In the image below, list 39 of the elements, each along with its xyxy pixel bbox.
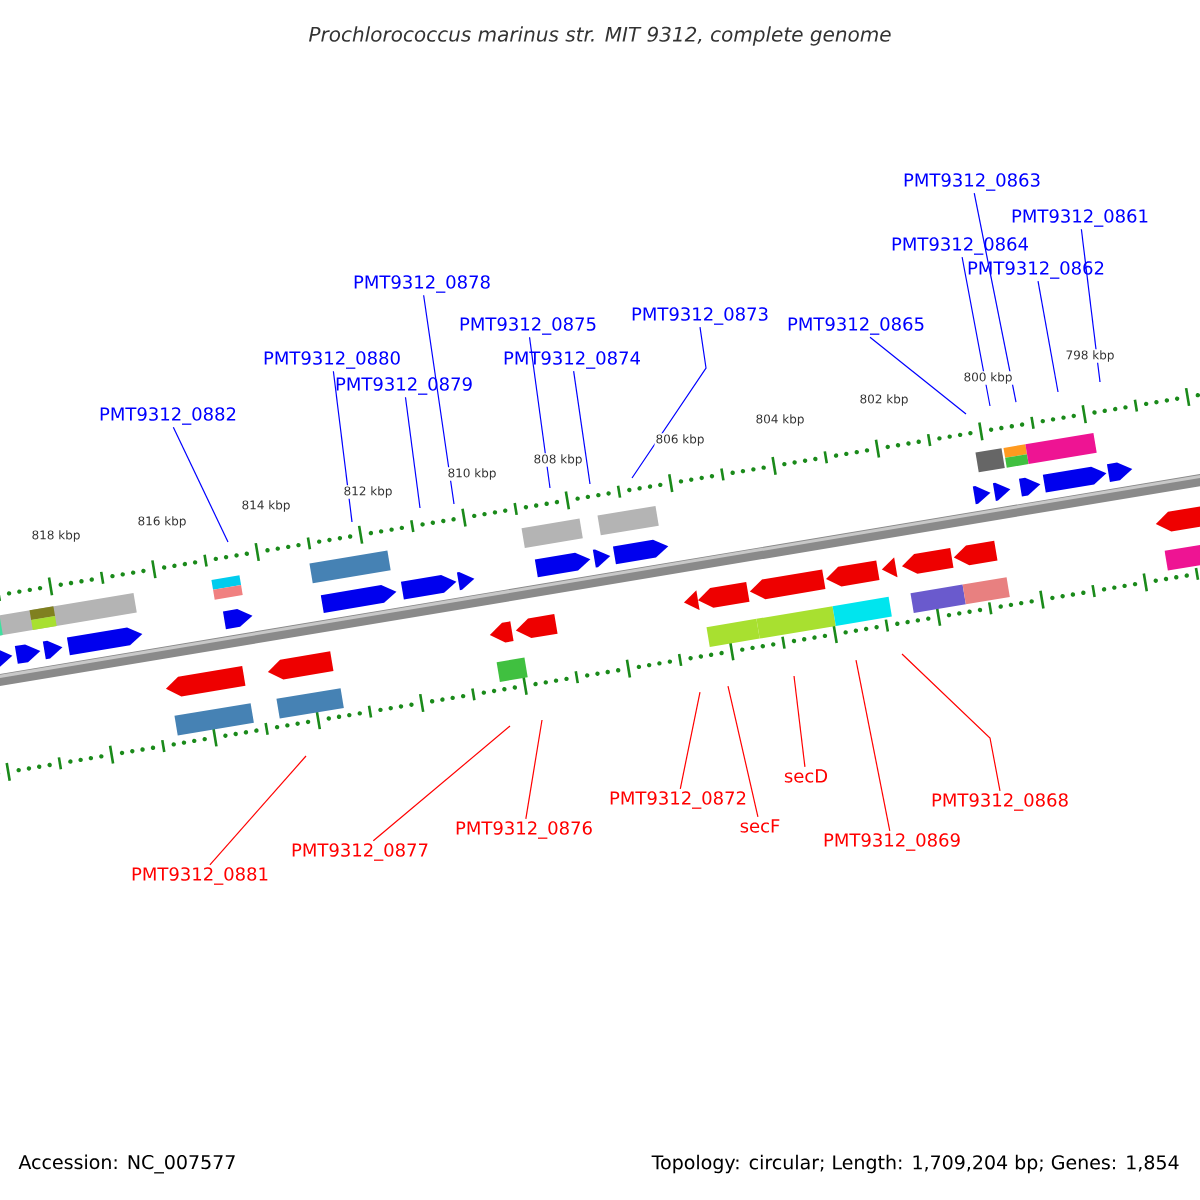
leader-line (855, 659, 891, 832)
leader-line (631, 326, 707, 479)
gene-label: secF (740, 819, 780, 833)
gene-label: secD (784, 769, 828, 783)
gene-label: PMT9312_0880 (264, 351, 400, 369)
accession-text: Accession: NC_007577 (18, 1154, 235, 1174)
leader-line (528, 336, 551, 489)
leader-line (372, 725, 511, 842)
leader-line (209, 755, 307, 866)
gene-label: PMT9312_0875 (460, 317, 596, 335)
gene-label: PMT9312_0872 (610, 791, 746, 809)
leader-line (404, 396, 421, 509)
title: Prochlorococcus marinus str. MIT 9312, complete genome (309, 26, 891, 46)
gene-label: PMT9312_0876 (456, 821, 592, 839)
leader-line (1037, 280, 1059, 393)
leader-line (973, 192, 1017, 403)
gene-label: PMT9312_0865 (788, 317, 924, 335)
leader-line (423, 294, 455, 505)
leader-line (869, 336, 967, 415)
gene-label: PMT9312_0861 (1012, 209, 1148, 227)
leader-line (172, 426, 229, 543)
leader-line (525, 719, 543, 820)
gene-label: PMT9312_0877 (292, 843, 428, 861)
leader-line (679, 691, 701, 790)
leader-line (332, 370, 353, 523)
gene-label: PMT9312_0868 (932, 793, 1068, 811)
leader-line (1080, 228, 1101, 383)
gene-label: PMT9312_0878 (354, 275, 490, 293)
gene-label: PMT9312_0863 (904, 173, 1040, 191)
leader-line (727, 685, 759, 818)
gene-label: PMT9312_0869 (824, 833, 960, 851)
gene-label: PMT9312_0873 (632, 307, 768, 325)
gene-label: PMT9312_0881 (132, 867, 268, 885)
leader-line (961, 256, 991, 407)
gene-label: PMT9312_0882 (100, 407, 236, 425)
leader-line (793, 675, 806, 768)
leader-line (901, 653, 1001, 792)
leader-line (573, 370, 591, 485)
genome-info-text: Topology: circular; Length: 1,709,204 bp; Genes: 1,854 (651, 1154, 1179, 1174)
